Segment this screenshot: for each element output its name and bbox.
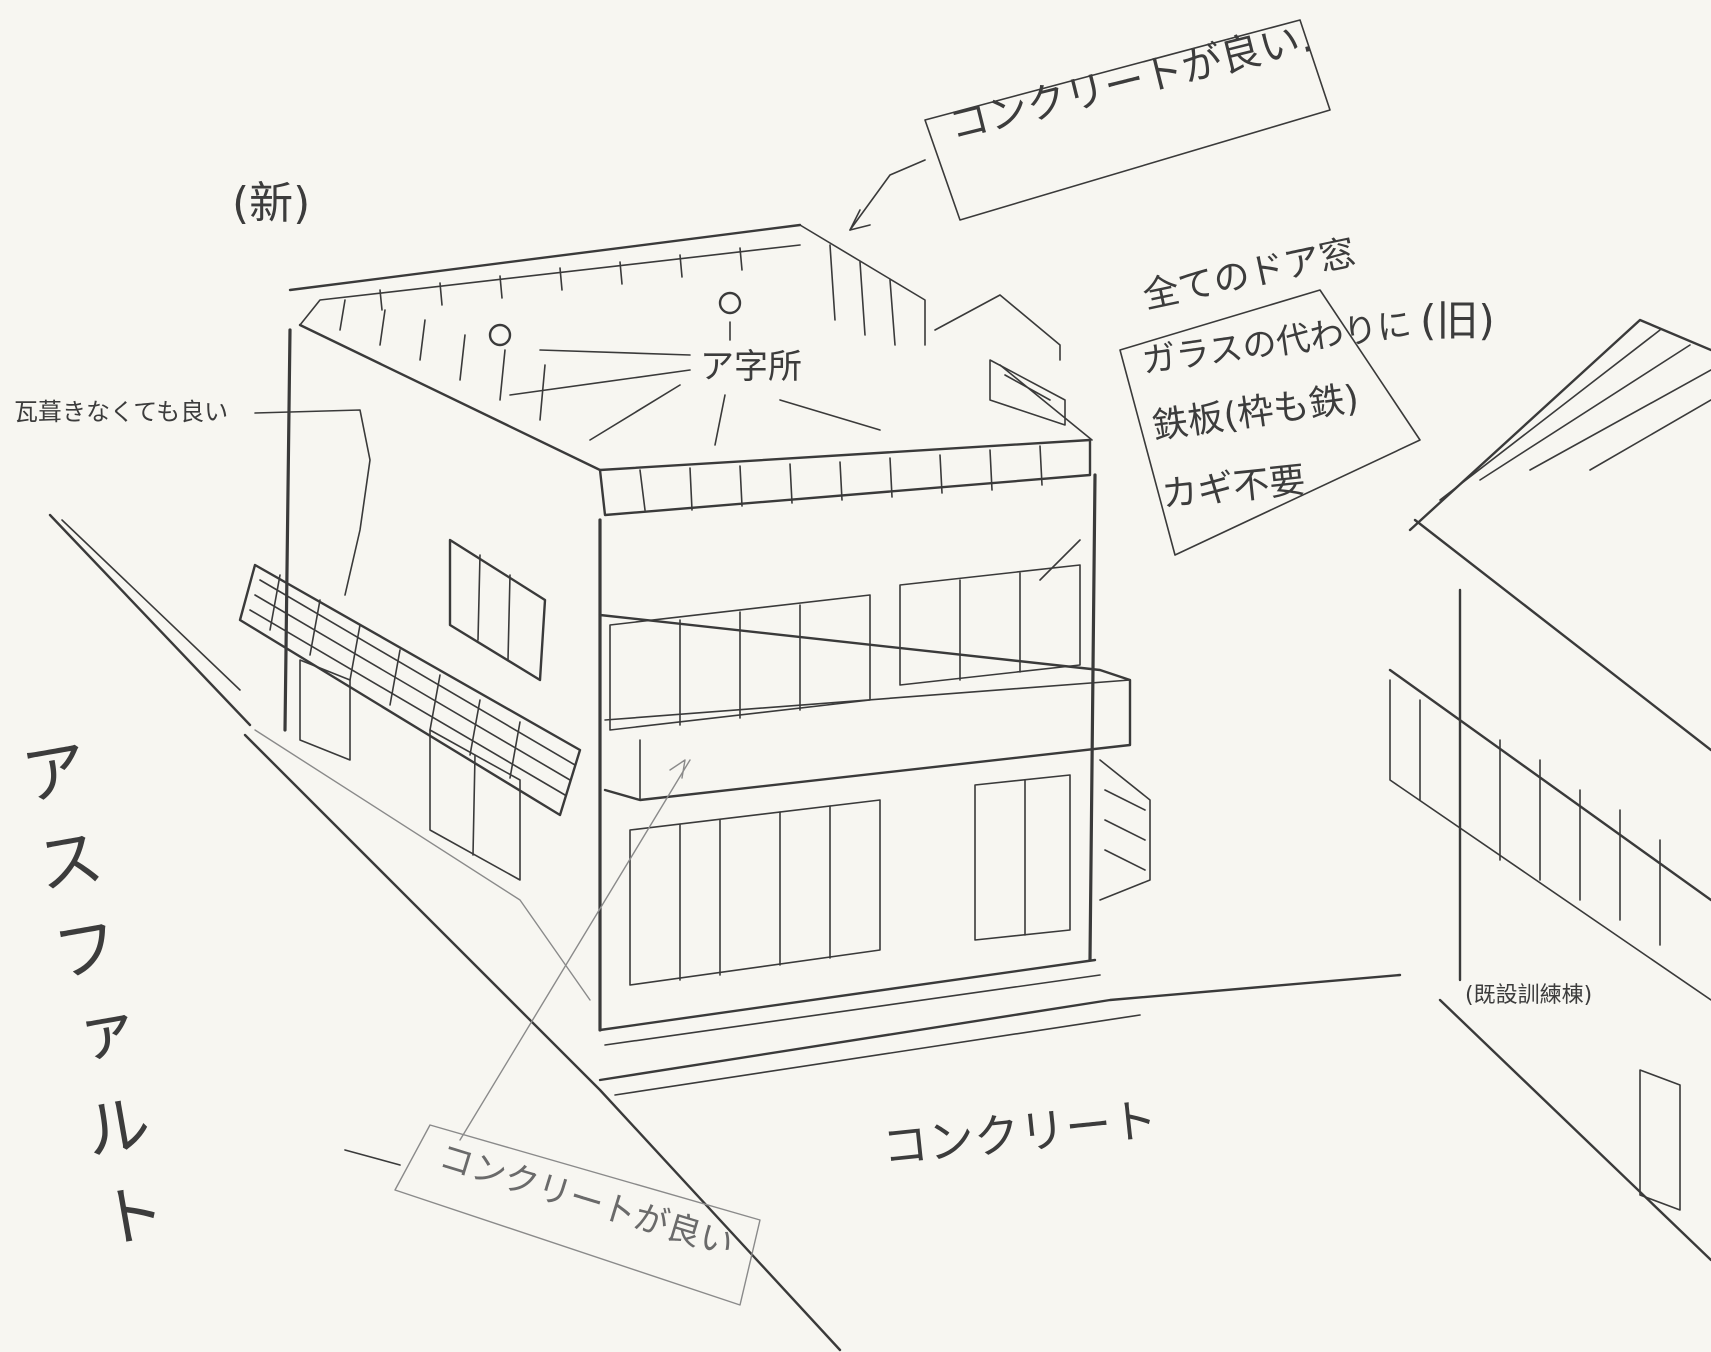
roof-front-edge <box>298 323 1092 472</box>
antenna-marker-left <box>488 323 512 347</box>
door-note-box <box>1039 289 1421 581</box>
right-wall-edge <box>1088 473 1097 962</box>
lower-left-window <box>429 729 521 881</box>
label-old-building: (旧) <box>1420 296 1495 345</box>
asphalt-leader <box>344 1149 401 1166</box>
balcony-band <box>598 613 1132 802</box>
base-line <box>598 958 1097 1032</box>
label-new-building: (新) <box>232 178 311 229</box>
lower-front-windows <box>629 774 1071 986</box>
roof-back-edge <box>288 223 802 292</box>
label-tile-note: 瓦葺きなくても良い <box>14 398 229 426</box>
roof-note-box <box>849 19 1331 231</box>
lower-left-door <box>299 659 351 761</box>
label-antenna-points: ア字所 <box>700 347 802 387</box>
left-wall-edge <box>283 328 292 732</box>
road-edge-lines <box>48 513 1402 1352</box>
side-stairs <box>1099 759 1151 901</box>
old-small-building <box>934 294 1066 426</box>
upper-front-windows <box>609 564 1081 731</box>
antenna-marker-right <box>718 291 742 315</box>
tile-awning <box>238 563 582 817</box>
tile-note-leader <box>254 409 371 596</box>
main-building <box>238 223 1151 1046</box>
label-existing-building: (既設訓練棟) <box>1465 983 1593 1008</box>
wall-note-box <box>394 759 761 1306</box>
existing-building-door <box>1639 1069 1681 1211</box>
antenna-arrows <box>509 321 881 446</box>
upper-left-window <box>448 538 547 682</box>
existing-training-building <box>1388 318 1711 1262</box>
